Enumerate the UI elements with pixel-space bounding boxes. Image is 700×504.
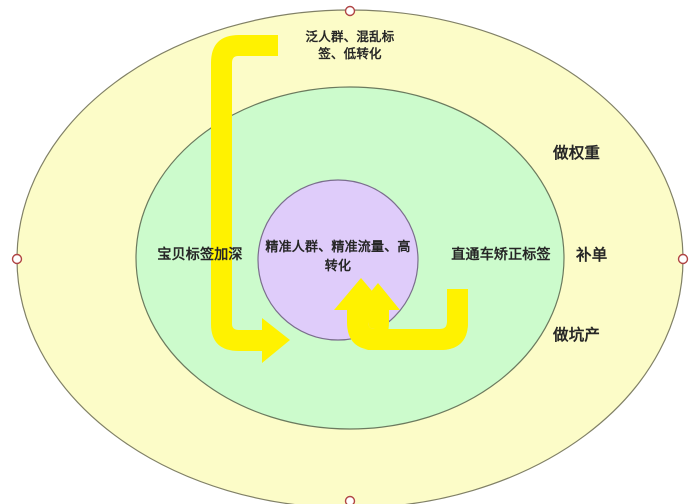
resize-handle-top[interactable]: [344, 5, 356, 17]
arrow-bottom-icon[interactable]: [334, 278, 468, 350]
resize-handle-right[interactable]: [677, 253, 689, 265]
resize-handle-bottom[interactable]: [344, 495, 356, 504]
inner-ellipse[interactable]: [257, 179, 419, 341]
arrow-top-icon[interactable]: [211, 35, 290, 363]
resize-handle-left[interactable]: [11, 253, 23, 265]
